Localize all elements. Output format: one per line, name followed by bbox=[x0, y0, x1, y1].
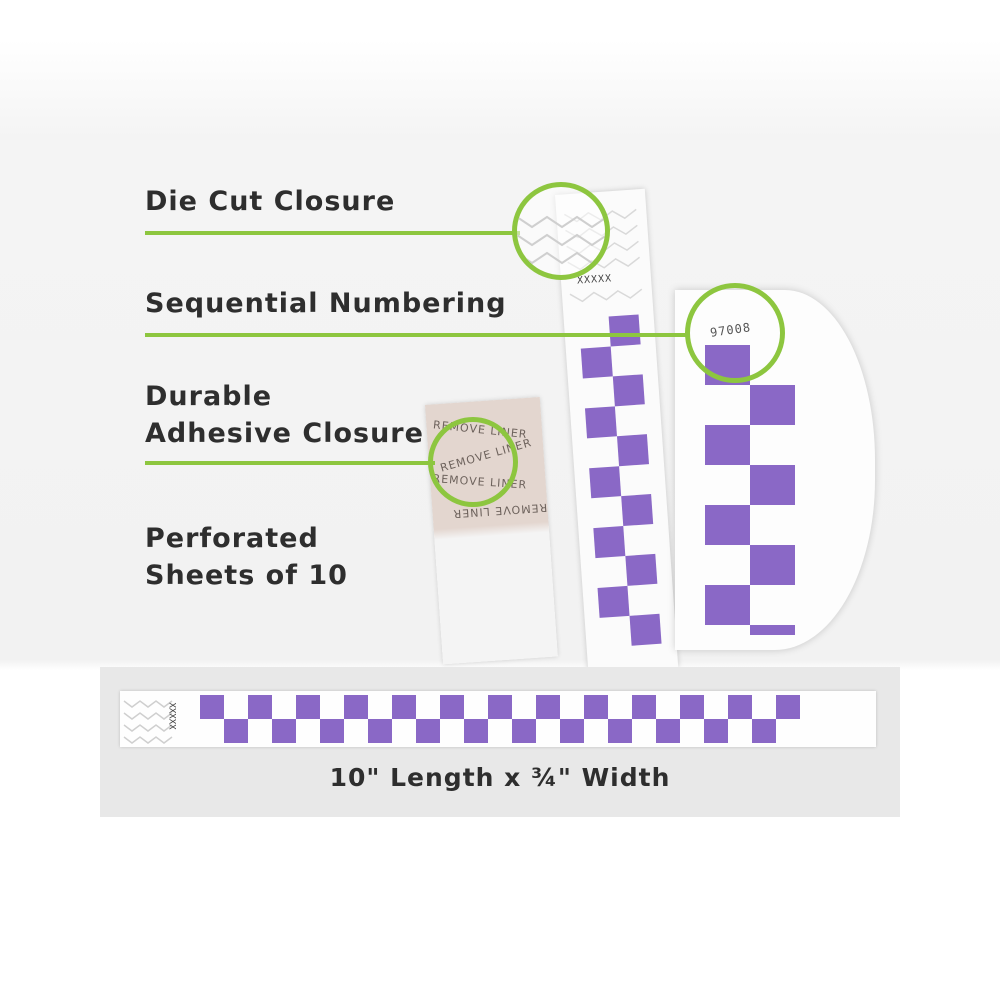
checker-square bbox=[629, 613, 662, 646]
checker-square bbox=[616, 434, 650, 467]
leader-line-die-cut bbox=[145, 231, 520, 235]
wristband-pattern bbox=[564, 208, 662, 646]
leader-line-adhesive bbox=[145, 461, 435, 465]
checker-square bbox=[593, 526, 626, 559]
zoom-circle-adhesive bbox=[428, 417, 518, 507]
feature-label-line: Perforated bbox=[145, 523, 319, 554]
checker-square bbox=[705, 585, 750, 625]
checker-square bbox=[705, 425, 750, 465]
leader-line-sequential bbox=[145, 333, 690, 337]
checker-square bbox=[320, 719, 344, 743]
checker-square bbox=[512, 719, 536, 743]
vertical-checker-pattern bbox=[580, 314, 662, 646]
checker-square bbox=[612, 374, 645, 407]
checker-square bbox=[750, 385, 795, 425]
checker-square bbox=[536, 695, 560, 719]
checker-square bbox=[272, 719, 296, 743]
feature-label-line: Adhesive Closure bbox=[145, 418, 424, 449]
strip-die-cut-zigzag bbox=[123, 700, 173, 744]
feature-label-line: Sequential Numbering bbox=[145, 288, 507, 319]
checker-square bbox=[705, 505, 750, 545]
feature-die-cut-closure: Die Cut Closure bbox=[145, 183, 395, 220]
checker-square bbox=[680, 695, 704, 719]
checker-square bbox=[608, 719, 632, 743]
checker-square bbox=[632, 695, 656, 719]
feature-sequential-numbering: Sequential Numbering bbox=[145, 285, 507, 322]
checker-square bbox=[750, 625, 795, 635]
dimension-label: 10" Length x ¾" Width bbox=[329, 763, 671, 792]
feature-adhesive-closure: Durable Adhesive Closure bbox=[145, 378, 424, 452]
checker-square bbox=[560, 719, 584, 743]
strip-checker-pattern bbox=[200, 695, 800, 743]
dimension-panel: XXXXX 10" Length x ¾" Width bbox=[100, 667, 900, 817]
checker-square bbox=[580, 346, 613, 379]
checker-square bbox=[416, 719, 440, 743]
checker-square bbox=[776, 695, 800, 719]
checker-square bbox=[752, 719, 776, 743]
checker-square bbox=[704, 719, 728, 743]
checker-square bbox=[464, 719, 488, 743]
checker-square bbox=[728, 695, 752, 719]
zoom-circle-serial bbox=[685, 283, 785, 383]
checker-square bbox=[750, 545, 795, 585]
checker-square bbox=[584, 695, 608, 719]
checker-square bbox=[368, 719, 392, 743]
checker-square bbox=[440, 695, 464, 719]
checker-square bbox=[344, 695, 368, 719]
checker-square bbox=[248, 695, 272, 719]
zoom-circle-die-cut bbox=[512, 182, 610, 280]
checker-square bbox=[625, 553, 658, 586]
feature-label-line: Durable bbox=[145, 381, 273, 412]
checker-square bbox=[597, 585, 630, 618]
checker-square bbox=[608, 314, 641, 347]
curled-checker-pattern bbox=[705, 345, 795, 635]
checker-square bbox=[750, 465, 795, 505]
checker-square bbox=[392, 695, 416, 719]
checker-square bbox=[584, 406, 617, 439]
checker-square bbox=[656, 719, 680, 743]
checker-square bbox=[200, 695, 224, 719]
checker-square bbox=[488, 695, 512, 719]
vertical-wristband: XXXXX bbox=[555, 188, 679, 674]
feature-label-line: Sheets of 10 bbox=[145, 560, 348, 591]
checker-square bbox=[589, 466, 622, 499]
flat-wristband-strip: XXXXX bbox=[120, 691, 876, 747]
strip-placeholder-number: XXXXX bbox=[166, 702, 177, 730]
feature-label-line: Die Cut Closure bbox=[145, 186, 396, 217]
checker-square bbox=[224, 719, 248, 743]
checker-square bbox=[621, 494, 654, 527]
feature-perforated-sheets: Perforated Sheets of 10 bbox=[145, 520, 348, 594]
checker-square bbox=[296, 695, 320, 719]
